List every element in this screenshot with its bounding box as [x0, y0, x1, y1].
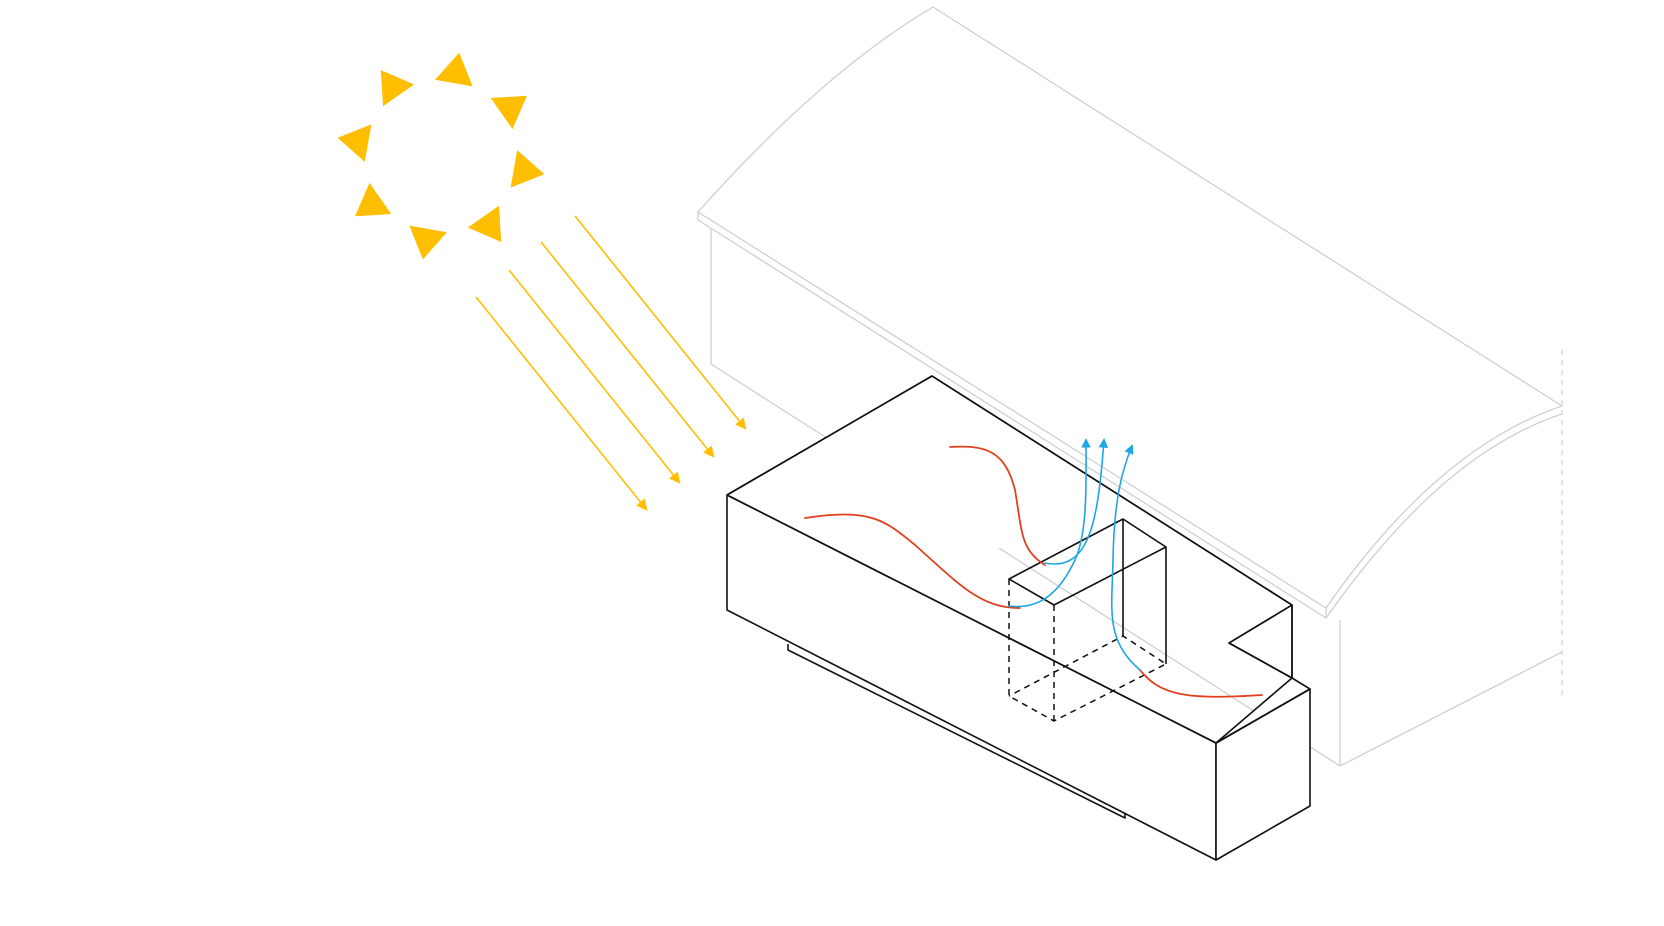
sun-ray-triangle — [435, 52, 473, 87]
neighbor-roof-curve — [697, 6, 1563, 609]
sun-ray — [574, 215, 747, 430]
sun-ray — [508, 269, 681, 484]
sun-ray-triangle — [409, 225, 447, 260]
sun-ray — [540, 241, 715, 458]
cool-air-path — [1008, 438, 1091, 608]
cool-air-path — [1110, 444, 1141, 671]
sun-ray-triangle — [510, 150, 545, 188]
neighbor-building — [697, 6, 1563, 767]
sun-ray-triangle — [337, 124, 372, 162]
ventilation-shaft — [1008, 518, 1168, 722]
cool-air-path — [1044, 438, 1109, 565]
warm-air-path — [949, 445, 1046, 566]
neighbor-front-wall — [710, 228, 1341, 767]
neighbor-eave-line — [1325, 413, 1563, 619]
sun-rays — [475, 215, 747, 511]
warm-air-path — [804, 513, 1021, 609]
cool-air-paths — [1008, 438, 1141, 671]
shaft-hidden-edges — [1008, 579, 1168, 722]
building-roof-outline — [726, 375, 1311, 744]
sun-ray-triangle — [355, 182, 392, 217]
main-building — [726, 375, 1311, 861]
warm-air-paths — [804, 445, 1263, 698]
warm-air-path — [1139, 669, 1263, 698]
neighbor-side-wall — [1339, 651, 1563, 767]
neighbor-roof-edge — [697, 212, 1327, 619]
sun-icon — [337, 52, 545, 260]
sun-ray-triangle — [467, 205, 502, 242]
sun-ray — [475, 296, 648, 511]
sun-ray-triangle — [380, 70, 415, 107]
building-base-shadow — [787, 644, 1126, 819]
sun-ray-triangle — [490, 95, 527, 130]
